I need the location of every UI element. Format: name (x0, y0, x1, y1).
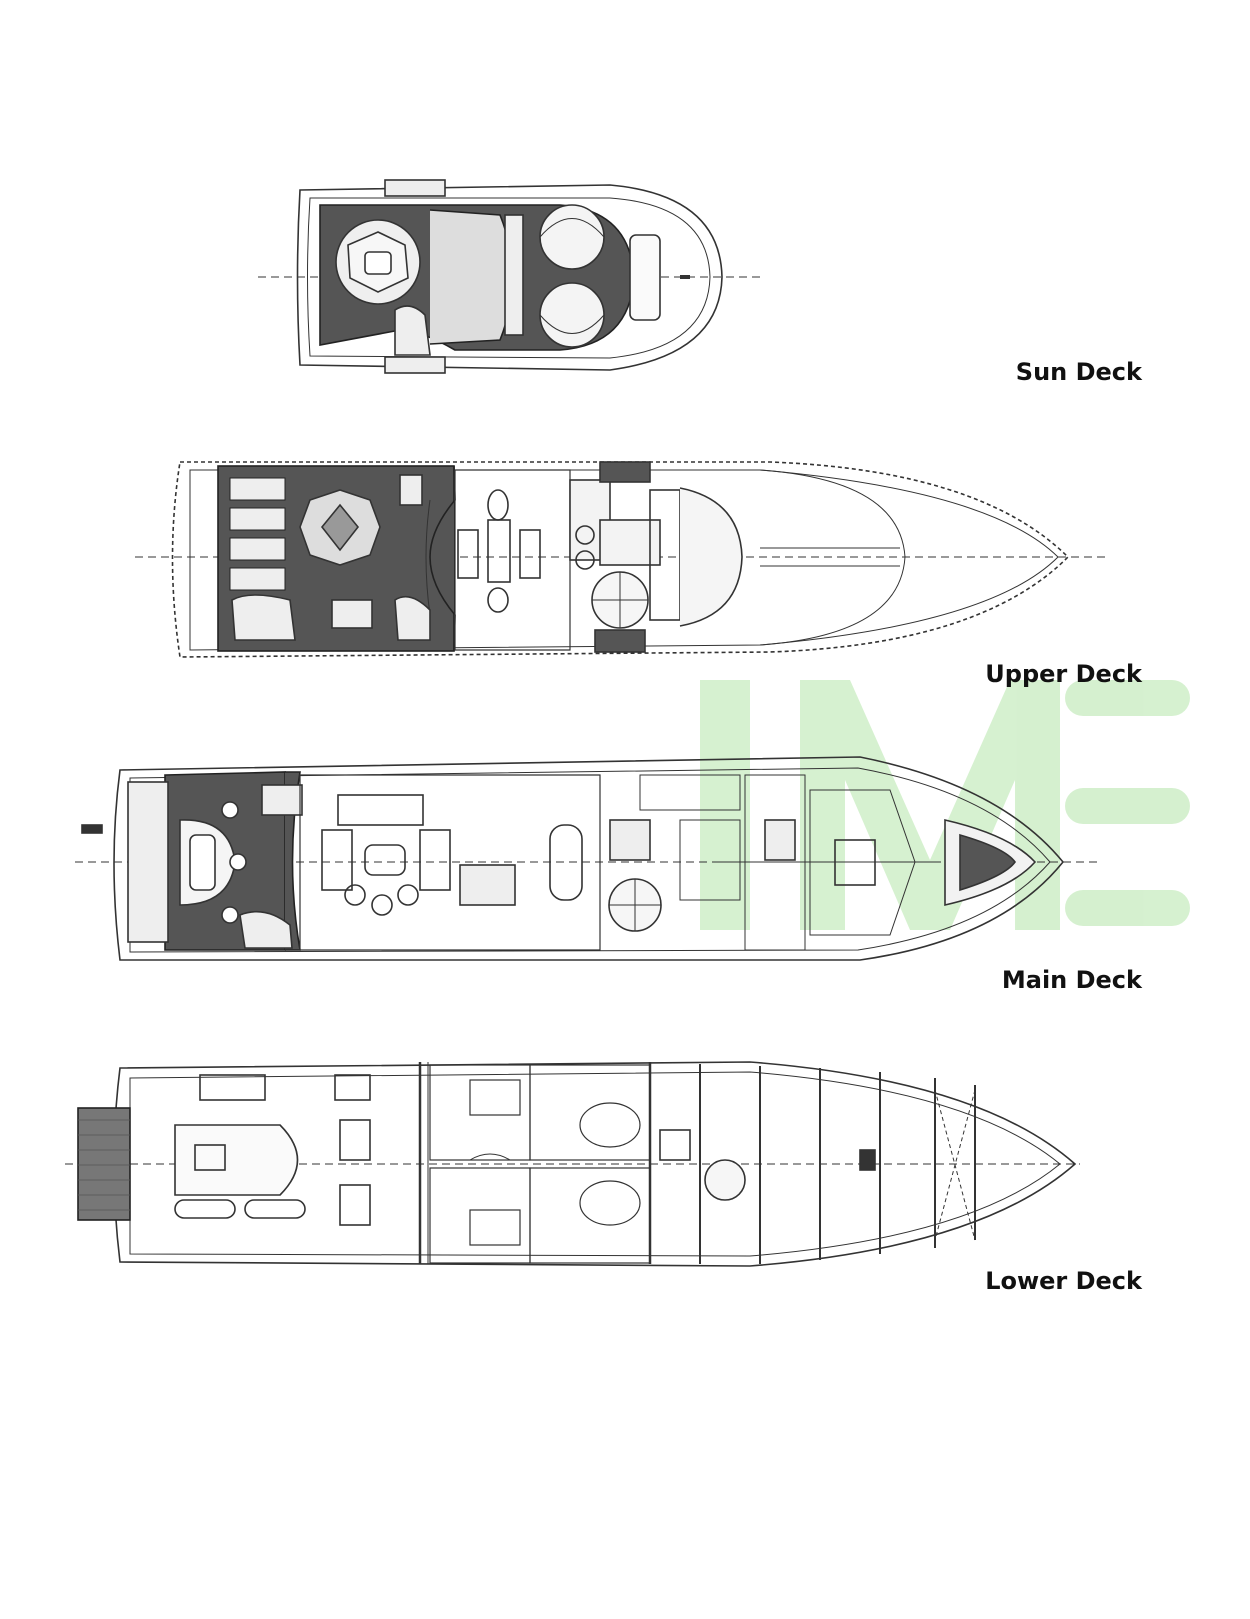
sun-deck-plan (258, 179, 760, 374)
lower-spiral-stair (704, 1159, 746, 1201)
sun-lounge-round-2 (539, 282, 605, 348)
upper-bridge (679, 487, 743, 627)
tender-boat (174, 1124, 299, 1196)
main-deck-hull (113, 756, 1065, 961)
upper-aft-stair (231, 594, 296, 641)
main-deck-plan (75, 756, 1100, 961)
jet-ski-2 (244, 1199, 306, 1219)
upper-aft-dark-area (429, 465, 456, 652)
sun-deck-hull (296, 184, 723, 371)
upper-deck-plan (135, 461, 1110, 658)
main-saloon-stair (459, 864, 516, 906)
upper-saloon (454, 469, 571, 651)
lower-deck-label: Lower Deck (985, 1267, 1142, 1295)
jet-ski-1 (174, 1199, 236, 1219)
sun-lounge-round-1 (539, 204, 605, 270)
upper-deck-hull (171, 461, 1070, 658)
main-aft-stair (239, 910, 293, 949)
dining-table (549, 824, 583, 901)
master-suite (809, 789, 916, 936)
sun-deck-stair (394, 305, 431, 356)
watermark-logo (700, 680, 1190, 930)
sun-deck-label: Sun Deck (1015, 358, 1142, 386)
lower-deck-plan (65, 1061, 1080, 1267)
sun-loungers (229, 477, 286, 591)
crew-area-frames (699, 1064, 976, 1264)
swim-platform (77, 1107, 131, 1221)
upper-deck-label: Upper Deck (985, 660, 1142, 688)
main-saloon (299, 774, 601, 951)
main-deck-label: Main Deck (1001, 966, 1142, 994)
dining-table-round (299, 489, 381, 566)
